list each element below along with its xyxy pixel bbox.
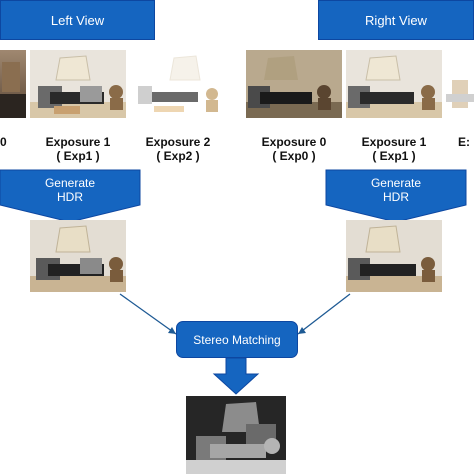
left-exposure-2-label: Exposure 2 ( Exp2 ) (145, 135, 211, 163)
right-connector-line (297, 293, 351, 335)
right-exposure-0-label: Exposure 0 ( Exp0 ) (261, 135, 327, 163)
right-exposure-1-label: Exposure 1 ( Exp1 ) (361, 135, 427, 163)
left-hdr-image (30, 220, 126, 292)
right-exposure-2-image (446, 50, 474, 118)
left-exposure-0-image (0, 50, 26, 118)
left-view-header: Left View (0, 0, 155, 40)
right-hdr-image (346, 220, 442, 292)
down-arrow (212, 357, 260, 395)
left-connector-line (119, 293, 177, 335)
left-generate-hdr-label: Generate HDR (44, 176, 96, 204)
right-exposure-1-image (346, 50, 442, 118)
disparity-map-image (186, 396, 286, 474)
stereo-matching-label: Stereo Matching (193, 332, 281, 347)
right-exposure-2-label: E: (458, 135, 470, 149)
left-exposure-1-image (30, 50, 126, 118)
stereo-matching-box: Stereo Matching (176, 321, 298, 358)
right-exposure-0-image (246, 50, 342, 118)
right-generate-hdr-label: Generate HDR (370, 176, 422, 204)
left-exposure-0-label: 0 (0, 135, 7, 149)
left-view-title: Left View (50, 12, 105, 28)
right-generate-hdr-arrow (325, 169, 467, 223)
left-generate-hdr-arrow (0, 169, 141, 223)
left-exposure-1-label: Exposure 1 ( Exp1 ) (45, 135, 111, 163)
right-view-header: Right View (318, 0, 474, 40)
left-exposure-2-image (130, 50, 226, 118)
right-view-title: Right View (365, 12, 427, 28)
